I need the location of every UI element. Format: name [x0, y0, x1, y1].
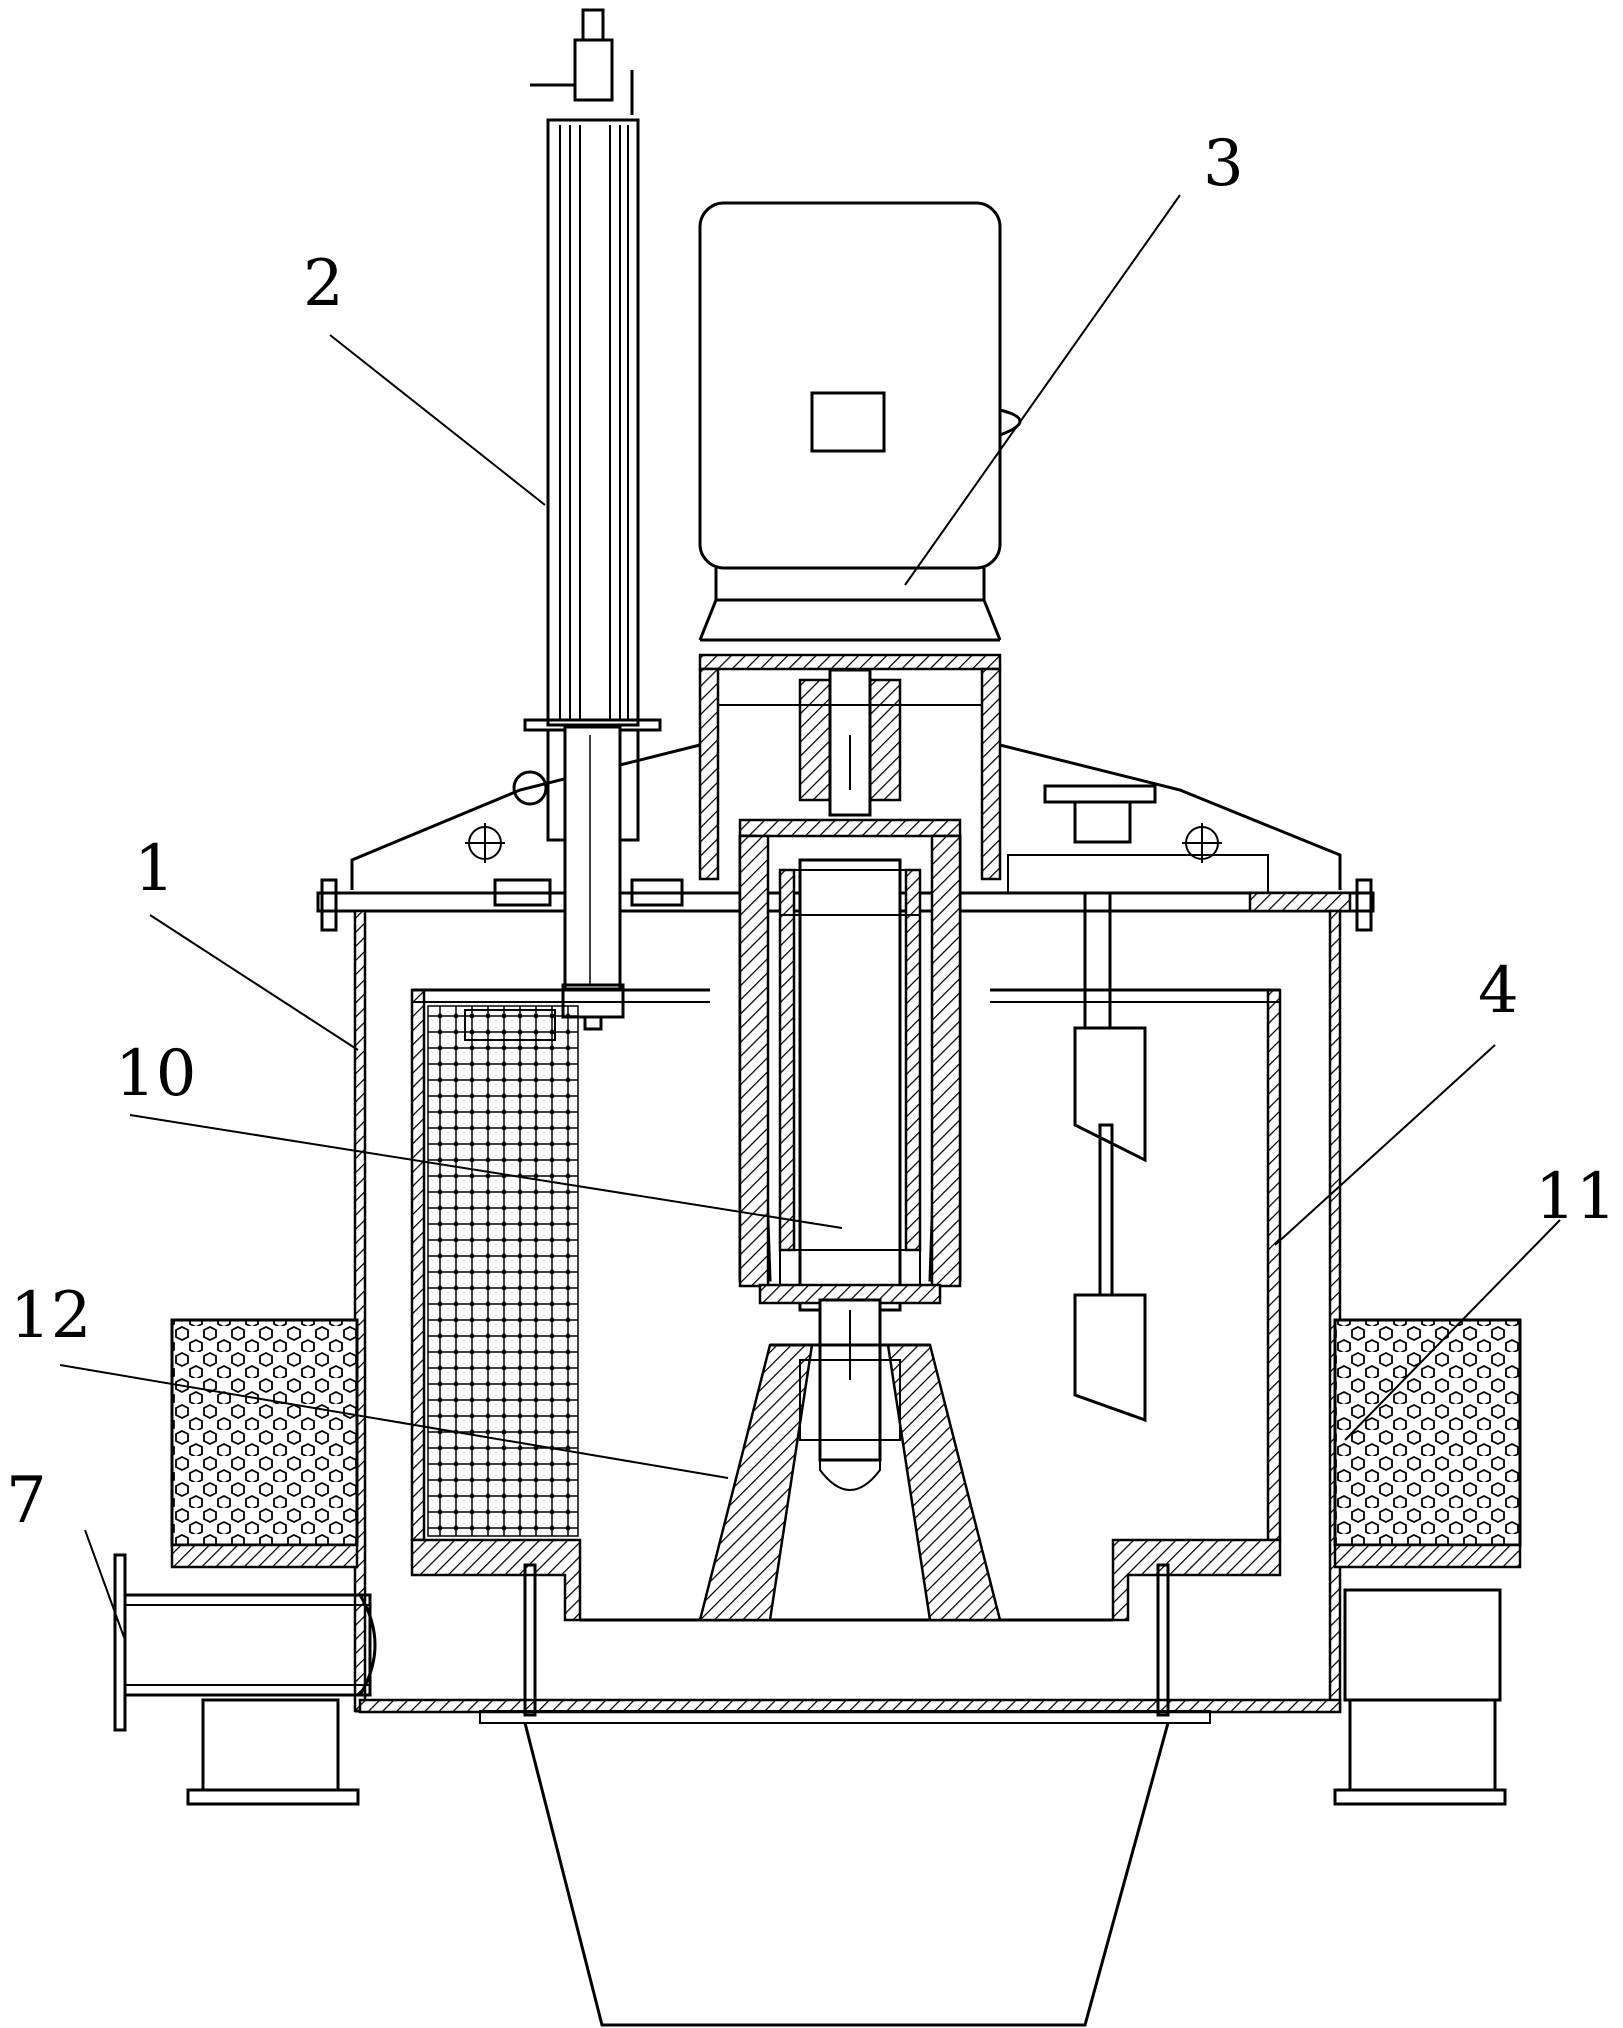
ref-label-11: 11: [1535, 1160, 1616, 1234]
leader-lines: [59, 194, 1561, 1641]
ref-label-3: 3: [1203, 127, 1244, 201]
discharge-chute: [479, 1563, 1211, 2027]
motor: [698, 201, 1022, 642]
ref-label-2: 2: [303, 247, 344, 321]
scraper-assembly: [1007, 784, 1269, 1423]
shock-absorber-left: [170, 1318, 360, 1806]
ref-label-4: 4: [1478, 954, 1519, 1028]
cone-hub: [698, 1343, 1002, 1622]
shock-absorber-right: [1333, 1318, 1522, 1806]
ref-label-1: 1: [134, 832, 175, 906]
ref-label-10: 10: [115, 1037, 196, 1111]
ref-label-7: 7: [6, 1464, 47, 1538]
hydraulic-cylinder: [493, 8, 684, 1031]
discharge-pipe: [113, 1553, 377, 1732]
ref-label-12: 12: [10, 1279, 91, 1353]
spindle-assembly: [738, 834, 962, 1462]
motor-seat-housing: [698, 653, 1002, 881]
